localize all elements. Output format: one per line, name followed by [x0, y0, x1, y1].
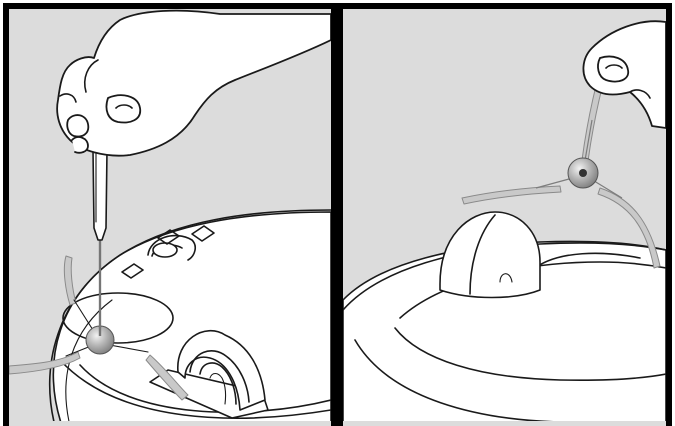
- panel-left: [3, 3, 337, 426]
- panel-right: [337, 3, 672, 426]
